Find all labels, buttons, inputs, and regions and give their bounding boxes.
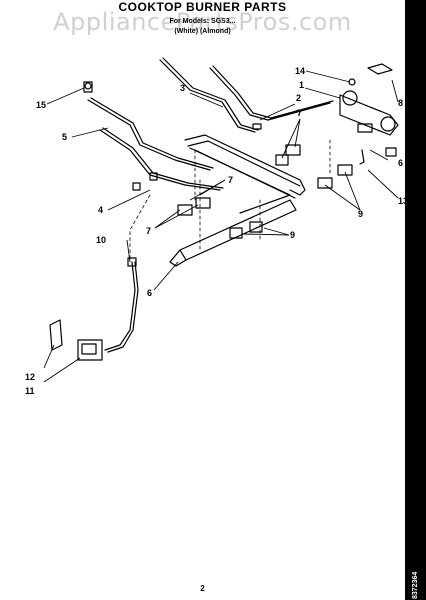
valve-upper-1 bbox=[275, 144, 301, 166]
fitting-15 bbox=[83, 81, 93, 93]
valve-lower-1 bbox=[177, 197, 263, 239]
watermark: AppliancePartsPros.com bbox=[53, 8, 352, 36]
bracket-12 bbox=[49, 319, 63, 351]
fitting bbox=[132, 182, 141, 191]
callout-9: 9 bbox=[358, 209, 363, 219]
callout-12: 12 bbox=[25, 372, 35, 382]
callout-11: 11 bbox=[25, 386, 35, 396]
callout-4: 4 bbox=[98, 205, 103, 215]
callout-13: 13 bbox=[398, 196, 405, 206]
gas-tube-10 bbox=[104, 257, 139, 353]
regulator-11 bbox=[77, 339, 103, 361]
callout-7: 7 bbox=[146, 226, 151, 236]
gas-tube-5 bbox=[87, 97, 214, 171]
burner-assembly-1 bbox=[339, 90, 399, 136]
fitting bbox=[252, 123, 262, 130]
callout-15: 15 bbox=[36, 100, 46, 110]
models-line: For Models: SGS3... bbox=[169, 18, 236, 25]
callout-7: 7 bbox=[297, 108, 302, 118]
cap-8 bbox=[367, 63, 393, 75]
callout-3: 3 bbox=[180, 83, 185, 93]
document-number: 8372364 bbox=[412, 571, 419, 599]
manifold-lower-6 bbox=[169, 199, 297, 267]
callout-6: 6 bbox=[398, 158, 403, 168]
gas-tube-2 bbox=[209, 65, 334, 121]
callout-8: 8 bbox=[398, 98, 403, 108]
sidebar-bar bbox=[405, 0, 426, 600]
callout-14: 14 bbox=[295, 66, 305, 76]
fitting bbox=[149, 172, 158, 181]
callout-7: 7 bbox=[228, 175, 233, 185]
color-line: (White) (Almond) bbox=[174, 28, 231, 35]
electrode-6 bbox=[385, 147, 397, 157]
callout-9: 9 bbox=[290, 230, 295, 240]
manifold-upper bbox=[184, 134, 306, 214]
callout-leaders bbox=[43, 70, 399, 383]
callout-2: 2 bbox=[296, 93, 301, 103]
callout-5: 5 bbox=[62, 132, 67, 142]
gas-tube-4 bbox=[99, 127, 224, 191]
page-number: 2 bbox=[200, 584, 205, 593]
dashed-leaders bbox=[129, 139, 331, 261]
callout-1: 1 bbox=[299, 80, 304, 90]
gas-tube-3 bbox=[159, 57, 259, 133]
callout-labels: 14 1 2 3 15 5 7 7 8 6 13 9 4 7 7 9 10 6 … bbox=[25, 66, 405, 396]
exploded-diagram: 14 1 2 3 15 5 7 7 8 6 13 9 4 7 7 9 10 6 … bbox=[25, 57, 405, 396]
igniter-13 bbox=[359, 149, 365, 165]
diagram-title: COOKTOP BURNER PARTS bbox=[118, 0, 287, 14]
callout-10: 10 bbox=[96, 235, 106, 245]
valve-side bbox=[317, 164, 353, 189]
callout-6: 6 bbox=[147, 288, 152, 298]
